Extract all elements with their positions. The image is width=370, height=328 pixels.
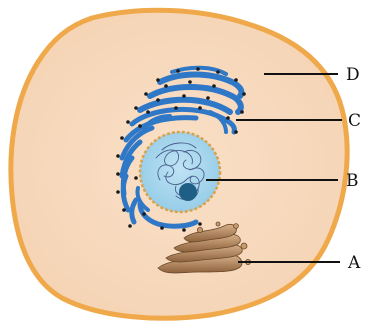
nuclear-envelope (140, 132, 220, 212)
label-d: D (346, 65, 360, 85)
nucleus (140, 132, 220, 212)
label-a: A (347, 253, 361, 273)
nucleolus (179, 183, 197, 201)
label-b: B (346, 171, 359, 191)
label-c: C (348, 111, 361, 131)
